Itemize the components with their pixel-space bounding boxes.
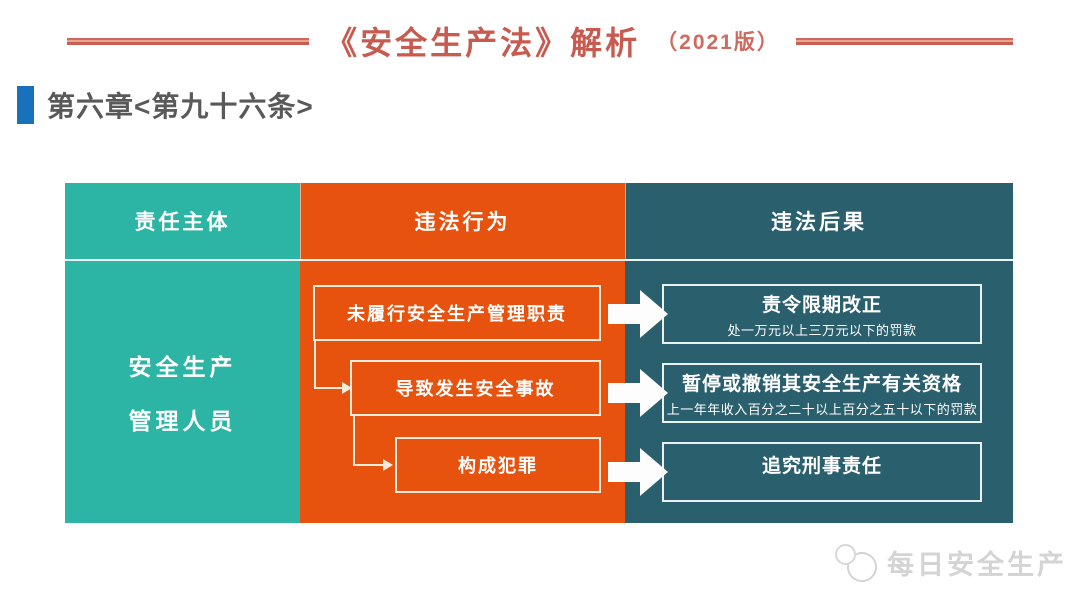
header-column-divider-1 bbox=[300, 183, 301, 259]
consequence-1-detail: 处一万元以上三万元以下的罚款 bbox=[727, 322, 917, 338]
arrow-head bbox=[640, 369, 668, 417]
arrow-head bbox=[640, 448, 668, 496]
slide-edition-label: （2021版） bbox=[656, 31, 780, 54]
behavior-box-2: 导致发生安全事故 bbox=[350, 360, 601, 416]
arrow-shaft bbox=[608, 304, 640, 324]
watermark-logo: 每日安全生产 bbox=[835, 543, 1067, 582]
right-block-arrow-icon-2 bbox=[608, 369, 668, 417]
blue-bullet-marker bbox=[17, 86, 34, 124]
consequence-box-1: 责令限期改正 处一万元以上三万元以下的罚款 bbox=[662, 284, 982, 344]
connector-2-arrowhead-icon bbox=[383, 459, 393, 471]
subject-line-2: 管理人员 bbox=[128, 408, 237, 434]
header-column-divider-2 bbox=[625, 183, 626, 259]
behavior-box-1: 未履行安全生产管理职责 bbox=[313, 285, 601, 341]
arrow-shaft bbox=[608, 383, 640, 403]
connector-2-horizontal bbox=[353, 464, 385, 466]
slide-title: 《安全生产法》解析 bbox=[325, 25, 641, 61]
section-heading: 第六章<第九十六条> bbox=[17, 85, 314, 125]
column-header-behavior: 违法行为 bbox=[414, 211, 511, 234]
column-consequence: 违法后果 bbox=[625, 183, 1013, 523]
consequence-box-2: 暂停或撤销其安全生产有关资格 上一年年收入百分之二十以上百分之五十以下的罚款 bbox=[662, 363, 982, 423]
consequence-2-detail: 上一年年收入百分之二十以上百分之五十以下的罚款 bbox=[666, 401, 978, 417]
title-band: 《安全生产法》解析 （2021版） bbox=[0, 16, 1080, 66]
column-header-consequence: 违法后果 bbox=[771, 211, 867, 234]
column-behavior: 违法行为 bbox=[300, 183, 625, 523]
title-decoration-line-left bbox=[67, 37, 310, 45]
right-block-arrow-icon-1 bbox=[608, 290, 668, 338]
section-heading-text: 第六章<第九十六条> bbox=[47, 91, 314, 122]
connector-1-arrowhead-icon bbox=[342, 382, 352, 394]
connector-2-vertical bbox=[353, 416, 355, 466]
column-subject: 责任主体 安全生产 管理人员 bbox=[65, 183, 300, 523]
arrow-shaft bbox=[608, 462, 640, 482]
connector-1-vertical bbox=[314, 341, 316, 389]
arrow-head bbox=[640, 290, 668, 338]
connector-1-horizontal bbox=[314, 387, 342, 389]
right-block-arrow-icon-3 bbox=[608, 448, 668, 496]
title-decoration-line-right bbox=[795, 37, 1013, 45]
law-flow-table: 责任主体 安全生产 管理人员 违法行为 违法后果 未履行安全生产管理职责 导致发… bbox=[65, 183, 1013, 523]
consequence-2-title: 暂停或撤销其安全生产有关资格 bbox=[681, 373, 962, 395]
subject-cell: 安全生产 管理人员 bbox=[65, 261, 300, 523]
header-row-separator bbox=[65, 259, 1013, 261]
watermark-text: 每日安全生产 bbox=[887, 550, 1067, 580]
behavior-box-3: 构成犯罪 bbox=[395, 437, 601, 493]
consequence-1-title: 责令限期改正 bbox=[761, 294, 882, 316]
subject-line-1: 安全生产 bbox=[128, 354, 237, 380]
watermark-circles-icon bbox=[835, 543, 877, 582]
consequence-box-3: 追究刑事责任 bbox=[662, 442, 982, 502]
column-header-subject: 责任主体 bbox=[134, 211, 231, 234]
consequence-3-title: 追究刑事责任 bbox=[761, 456, 882, 477]
watermark-circle-small bbox=[835, 543, 856, 565]
